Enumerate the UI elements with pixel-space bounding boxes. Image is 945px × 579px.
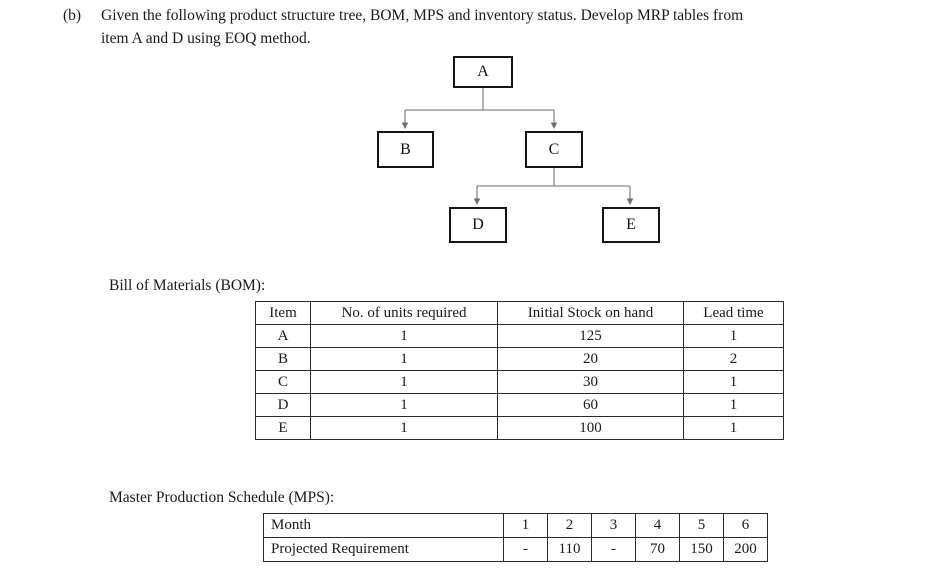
mps-requirement-5: 150 (679, 537, 724, 562)
mps-requirement-1: - (503, 537, 548, 562)
bom-cell-item: E (255, 416, 311, 440)
bom-cell-stock: 30 (497, 370, 684, 394)
tree-node-c[interactable]: C (525, 131, 583, 168)
mps-requirement-6: 200 (723, 537, 768, 562)
question-text: Given the following product structure tr… (101, 4, 935, 50)
question-block: (b) Given the following product structur… (63, 4, 935, 50)
bom-cell-lead: 1 (683, 393, 784, 417)
tree-node-c-label: C (548, 140, 560, 158)
bom-cell-lead: 2 (683, 347, 784, 371)
mps-requirement-row: Projected Requirement - 110 - 70 150 200 (263, 537, 768, 562)
bom-caption: Bill of Materials (BOM): (109, 277, 266, 294)
mps-month-3: 3 (591, 513, 636, 538)
tree-node-d-label: D (472, 216, 484, 233)
bom-header-item: Item (255, 301, 311, 325)
mps-caption: Master Production Schedule (MPS): (109, 489, 335, 506)
bom-cell-item: A (255, 324, 311, 348)
tree-node-b[interactable]: B (377, 131, 434, 168)
mps-month-6: 6 (723, 513, 768, 538)
bom-header-row: Item No. of units required Initial Stock… (255, 301, 784, 325)
bom-cell-units: 1 (310, 416, 498, 440)
question-line-2: item A and D using EOQ method. (101, 30, 311, 47)
table-row: E 1 100 1 (255, 416, 784, 440)
tree-node-e[interactable]: E (602, 207, 660, 243)
tree-node-a[interactable]: A (453, 56, 513, 88)
tree-node-e-label: E (626, 216, 636, 233)
mps-month-5: 5 (679, 513, 724, 538)
bom-cell-lead: 1 (683, 324, 784, 348)
tree-connectors (401, 88, 634, 205)
mps-row-label-month: Month (263, 513, 504, 538)
question-line-1: Given the following product structure tr… (101, 7, 744, 24)
mps-month-4: 4 (635, 513, 680, 538)
bom-cell-item: D (255, 393, 311, 417)
bom-cell-item: B (255, 347, 311, 371)
mps-month-2: 2 (547, 513, 592, 538)
bom-cell-units: 1 (310, 347, 498, 371)
mps-month-1: 1 (503, 513, 548, 538)
bom-cell-stock: 20 (497, 347, 684, 371)
table-row: B 1 20 2 (255, 347, 784, 371)
bom-cell-lead: 1 (683, 370, 784, 394)
mps-row-label-requirement: Projected Requirement (263, 537, 504, 562)
mps-requirement-2: 110 (547, 537, 592, 562)
product-structure-tree: A B C D E (355, 50, 685, 250)
bom-header-lead: Lead time (683, 301, 784, 325)
bom-header-units: No. of units required (310, 301, 498, 325)
mps-month-row: Month 1 2 3 4 5 6 (263, 513, 768, 538)
bom-table: Item No. of units required Initial Stock… (255, 301, 784, 440)
bom-cell-item: C (255, 370, 311, 394)
table-row: A 1 125 1 (255, 324, 784, 348)
bom-header-stock: Initial Stock on hand (497, 301, 684, 325)
tree-node-b-label: B (400, 140, 411, 158)
bom-cell-lead: 1 (683, 416, 784, 440)
table-row: D 1 60 1 (255, 393, 784, 417)
bom-cell-units: 1 (310, 393, 498, 417)
bom-cell-units: 1 (310, 324, 498, 348)
mps-requirement-4: 70 (635, 537, 680, 562)
question-label: (b) (63, 7, 82, 24)
table-row: C 1 30 1 (255, 370, 784, 394)
mps-requirement-3: - (591, 537, 636, 562)
mps-table: Month 1 2 3 4 5 6 Projected Requirement … (263, 513, 768, 562)
bom-cell-stock: 100 (497, 416, 684, 440)
bom-cell-stock: 60 (497, 393, 684, 417)
bom-cell-units: 1 (310, 370, 498, 394)
tree-node-a-label: A (477, 63, 489, 80)
tree-node-d[interactable]: D (449, 207, 507, 243)
bom-cell-stock: 125 (497, 324, 684, 348)
